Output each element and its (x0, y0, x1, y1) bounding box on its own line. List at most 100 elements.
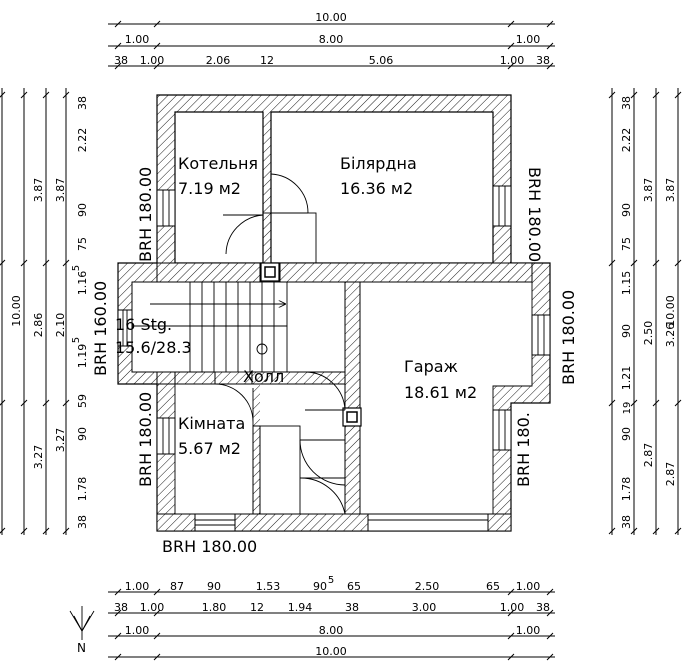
wall-stub-left (156, 371, 176, 385)
dim-left-c2-b: 2.86 (32, 313, 45, 338)
dim-left-c4-c: 90 (76, 203, 89, 217)
dim-top-r3-g: 38 (536, 54, 550, 67)
dim-bot-r1-d: 1.53 (256, 580, 281, 593)
brh-top-left: BRH 180.00 (136, 167, 155, 262)
dim-right-c3-a: 3.87 (664, 178, 677, 203)
window-kotelnia (156, 189, 176, 227)
dim-top-r2-a: 1.00 (125, 33, 150, 46)
north-arrow-icon: N (69, 606, 95, 655)
dim-left-c4-b: 2.22 (76, 128, 89, 153)
dim-top-r2-b: 8.00 (319, 33, 344, 46)
dim-right-c2-b: 2.50 (642, 321, 655, 346)
dim-right-c2-c: 2.87 (642, 443, 655, 468)
dim-left-c4-j: 90 (76, 427, 89, 441)
dim-left-c2-c: 3.27 (32, 445, 45, 470)
dim-left-c4-h: 5 (71, 337, 82, 343)
dim-right-c3-c: 2.87 (664, 462, 677, 487)
wall-garage-hall-lower (344, 425, 361, 515)
dim-top-r2-c: 1.00 (516, 33, 541, 46)
wall-kimnata-top-b (251, 371, 346, 385)
dim-right-c3-b: 3.26 (664, 323, 677, 348)
wall-garage-hall (344, 281, 361, 411)
dim-bot-r1-b: 87 (170, 580, 184, 593)
north-label: N (77, 641, 86, 655)
dim-bot-r1-c: 90 (207, 580, 221, 593)
dim-bot-r3-b: 8.00 (319, 624, 344, 637)
dim-bot-r2-f: 38 (345, 601, 359, 614)
brh-bottom-left: BRH 180.00 (136, 392, 155, 487)
chimney-2 (342, 407, 362, 427)
window-garage-side (531, 314, 551, 356)
dim-bot-r1-a: 1.00 (125, 580, 150, 593)
room-area-biliardna: 16.36 м2 (340, 179, 413, 198)
interior-kimnata (175, 384, 253, 514)
room-name-kotelnia: Котельня (178, 154, 258, 173)
dim-left-c2-a: 3.87 (32, 178, 45, 203)
dim-top-r3-a: 38 (114, 54, 128, 67)
dim-right-c1-d: 75 (620, 237, 633, 251)
dim-right-c1-f: 90 (620, 324, 633, 338)
wall-kimnata-top-a (174, 371, 216, 385)
dimension-text-bottom: 1.00 87 90 1.53 90 5 65 2.50 65 1.00 38 … (114, 575, 550, 658)
dim-right-c1-g: 1.21 (620, 366, 633, 391)
dim-right-c1-a: 38 (620, 96, 633, 110)
dim-bot-total: 10.00 (315, 645, 347, 658)
dim-right-c1-k: 38 (620, 515, 633, 529)
dimension-text-right: 38 2.22 90 75 1.15 90 1.21 19 90 1.78 38… (620, 96, 677, 529)
stairs-ratio: 15.6/28.3 (115, 338, 192, 357)
dim-left-c3-a: 3.87 (54, 178, 67, 203)
dim-left-c4-d: 75 (76, 237, 89, 251)
interior-left-lower (132, 282, 345, 372)
dim-left-c3-c: 3.27 (54, 428, 67, 453)
door-kotelnia (223, 214, 264, 255)
dim-top-r3-c: 2.06 (206, 54, 231, 67)
dim-left-c4-e: 1.16 (76, 271, 89, 296)
dim-right-total: 10.00 (664, 295, 677, 327)
dim-right-c2-a: 3.87 (642, 178, 655, 203)
window-garage-right (492, 409, 512, 451)
dim-left-c4-i: 59 (76, 394, 89, 408)
dim-bot-r1-e: 90 (313, 580, 327, 593)
door-kimnata (214, 383, 254, 426)
garage-gate (367, 513, 489, 532)
dim-left-c4-l: 38 (76, 515, 89, 529)
room-name-kimnata: Кімната (178, 414, 245, 433)
dim-top-r3-f: 1.00 (500, 54, 525, 67)
dim-left-total: 10.00 (10, 295, 23, 327)
room-area-kotelnia: 7.19 м2 (178, 179, 241, 198)
brh-bottom-right: BRH 180. (514, 412, 533, 487)
room-name-garazh: Гараж (404, 357, 458, 376)
brh-bottom: BRH 180.00 (162, 537, 257, 556)
window-kimnata-side (156, 417, 176, 455)
room-name-hol: Холл (243, 367, 284, 386)
dim-top-r3-b: 1.00 (140, 54, 165, 67)
dim-left-c3-b: 2.10 (54, 313, 67, 338)
interior-corridor (260, 384, 345, 514)
dim-bot-r3-a: 1.00 (125, 624, 150, 637)
dim-right-c1-e: 1.15 (620, 271, 633, 296)
doors (214, 173, 346, 515)
dim-right-c1-b: 2.22 (620, 128, 633, 153)
brh-labels: BRH 180.00 BRH 160.00 BRH 180.00 BRH 180… (91, 167, 578, 556)
dim-bot-r1-h: 2.50 (415, 580, 440, 593)
dim-bot-r2-i: 38 (536, 601, 550, 614)
dim-bot-r2-b: 1.00 (140, 601, 165, 614)
dim-bot-r2-h: 1.00 (500, 601, 525, 614)
dim-right-c1-c: 90 (620, 203, 633, 217)
dimension-text-left: 10.00 3.87 2.86 3.27 3.87 2.10 3.27 38 2… (10, 96, 89, 529)
dim-left-c4-a: 38 (76, 96, 89, 110)
door-biliardna (270, 173, 309, 214)
windows (117, 185, 551, 532)
window-kimnata-bottom (194, 513, 236, 532)
brh-top-right: BRH 180.00 (525, 167, 544, 262)
dim-bot-r1-f: 5 (328, 575, 334, 586)
brh-middle-left: BRH 160.00 (91, 281, 110, 376)
dim-right-c1-j: 1.78 (620, 477, 633, 502)
dim-bot-r2-e: 1.94 (288, 601, 313, 614)
room-area-garazh: 18.61 м2 (404, 383, 477, 402)
dim-bot-r1-g: 65 (347, 580, 361, 593)
chimney-1 (260, 262, 280, 282)
wall-mid-right (279, 262, 533, 283)
walls (117, 94, 551, 532)
